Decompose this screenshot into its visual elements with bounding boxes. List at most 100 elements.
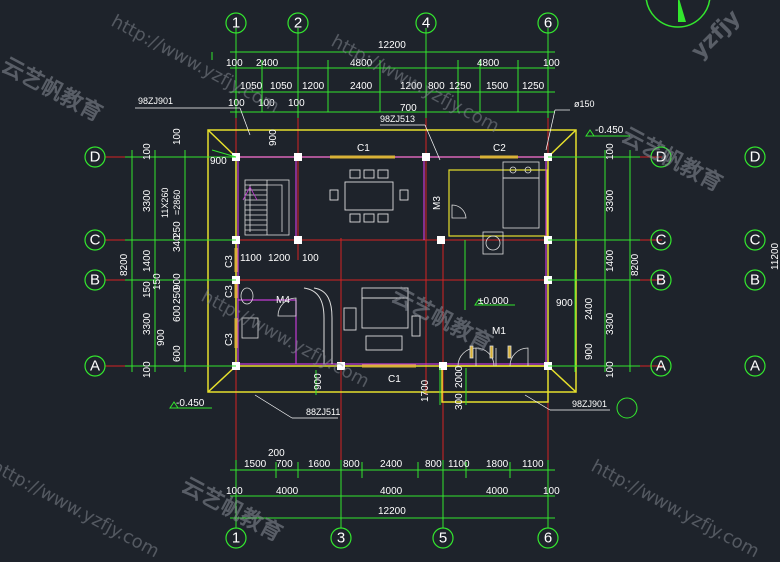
dim-bottom-r2-3: 4000 xyxy=(486,486,509,497)
level-markers xyxy=(169,129,638,419)
dim-right-o0: 100 xyxy=(605,143,616,160)
right-dimensions: 8200 100 3300 1400 3300 100 2400 900 900… xyxy=(556,143,780,378)
window-c1-bottom: C1 xyxy=(388,374,401,385)
dim-bottom-r2-4: 100 xyxy=(543,486,560,497)
dim-right-total: 8200 xyxy=(630,253,641,276)
dim-top-r3-2: 100 xyxy=(288,98,305,109)
dim-bottom-r1-5: 800 xyxy=(425,459,442,470)
dim-left-i5: 600 xyxy=(172,305,183,322)
dim-top-r2-2: 1200 xyxy=(302,81,325,92)
dim-top-r2-7: 1500 xyxy=(486,81,509,92)
axis-left-a: A xyxy=(90,358,100,375)
axis-top-2: 2 xyxy=(294,15,302,32)
dim-top-r2-8: 1250 xyxy=(522,81,545,92)
dim-top-r2-4: 1200 xyxy=(400,81,423,92)
dim-top-r1-0: 100 xyxy=(226,58,243,69)
dim-left-stair-2: =2860 xyxy=(172,190,182,215)
watermark-brand-1: 云艺帆教育 xyxy=(0,52,107,127)
dim-left-o3: 3300 xyxy=(142,312,153,335)
dim-right-i2: 900 xyxy=(584,343,595,360)
axis-far-right-b: B xyxy=(750,272,760,289)
bathroom-fixtures xyxy=(240,287,333,364)
dim-top-r2-5: 800 xyxy=(428,81,445,92)
axis-right-c: C xyxy=(656,232,667,249)
dim-900-a: 900 xyxy=(210,156,227,167)
watermark-corner: yzfjy xyxy=(687,5,746,64)
dim-top-r3-0: 100 xyxy=(228,98,245,109)
dim-bottom-r2-0: 100 xyxy=(226,486,243,497)
building-outline xyxy=(207,129,577,403)
ref-98zj513: 98ZJ513 xyxy=(380,114,415,124)
door-m1: M1 xyxy=(492,326,506,337)
level-zero: ±0.000 xyxy=(478,296,509,307)
dim-top-total: 12200 xyxy=(378,40,406,51)
dim-bottom-r1-8: 1100 xyxy=(522,459,544,470)
window-c1-top: C1 xyxy=(357,143,370,154)
dim-left-o0: 100 xyxy=(142,143,153,160)
axis-right-b: B xyxy=(656,272,666,289)
dim-top-r2-1: 1050 xyxy=(270,81,293,92)
dim-left-i4: 900 xyxy=(172,273,183,290)
dim-top-r1-3: 4800 xyxy=(477,58,500,69)
ref-98zj901-bottom: 98ZJ901 xyxy=(572,399,607,409)
dim-bottom-r2-1: 4000 xyxy=(276,486,299,497)
pipe-phi150: ø150 xyxy=(574,99,595,109)
window-c3-a: C3 xyxy=(224,255,235,268)
living-room-sofa xyxy=(343,287,421,351)
dim-bottom-r1-0: 1500 xyxy=(244,459,267,470)
axis-right-d: D xyxy=(656,149,667,166)
dim-left-extra-1: 250 xyxy=(172,287,183,304)
dim-left-i7: 600 xyxy=(172,345,183,362)
axis-bubbles xyxy=(84,12,766,549)
watermark-url-5: http://www.yzfjy.com xyxy=(0,456,163,562)
axis-top-1: 1 xyxy=(232,15,240,32)
axis-bottom-6: 6 xyxy=(544,530,552,547)
dim-1700: 1700 xyxy=(420,379,431,402)
dim-left-o2: 1400 xyxy=(142,249,153,272)
axis-bottom-3: 3 xyxy=(337,530,345,547)
dim-left-i0: 100 xyxy=(172,128,183,145)
dim-bottom-r1-7: 1800 xyxy=(486,459,509,470)
dim-left-i1: 250 xyxy=(172,221,183,238)
axis-far-right-c: C xyxy=(750,232,761,249)
dim-bottom-extra: 200 xyxy=(268,448,285,459)
windows xyxy=(234,155,518,368)
dim-bottom-r1-6: 1100 xyxy=(448,459,470,470)
dim-right-o3: 3300 xyxy=(605,312,616,335)
dim-100: 100 xyxy=(302,253,319,264)
axis-left-c: C xyxy=(90,232,101,249)
dim-bottom-r2-2: 4000 xyxy=(380,486,403,497)
axis-bottom-5: 5 xyxy=(439,530,447,547)
dim-300: 300 xyxy=(454,393,465,410)
dim-left-o1: 3300 xyxy=(142,189,153,212)
dim-1200: 1200 xyxy=(268,253,291,264)
dim-right-o2: 1400 xyxy=(605,249,616,272)
axis-top-6: 6 xyxy=(544,15,552,32)
dim-far-right-total: 11200 xyxy=(770,242,780,270)
dim-top-r3-1: 100 xyxy=(258,98,275,109)
watermark-brand-3: 云艺帆教育 xyxy=(387,282,496,357)
level-top: -0.450 xyxy=(595,125,624,136)
staircase xyxy=(242,179,290,236)
dim-top-r1-1: 2400 xyxy=(256,58,279,69)
watermark-url-4: http://www.yzfjy.com xyxy=(588,456,763,562)
dim-700: 700 xyxy=(400,103,417,114)
axis-labels: 1 2 4 6 1 3 5 6 D C B A D C B A D C B A xyxy=(90,15,761,547)
dimension-lines xyxy=(125,28,640,528)
axis-left-d: D xyxy=(90,149,101,166)
watermarks: http://www.yzfjy.com http://www.yzfjy.co… xyxy=(0,5,763,562)
ref-98zj901-top: 98ZJ901 xyxy=(138,96,173,106)
dim-bottom-r1-4: 2400 xyxy=(380,459,403,470)
dim-top-r2-6: 1250 xyxy=(449,81,472,92)
dim-top-r2-3: 2400 xyxy=(350,81,373,92)
dim-900-b: 900 xyxy=(268,129,279,146)
bottom-dimensions: 200 1500 700 1600 800 2400 800 1100 1800… xyxy=(226,448,560,517)
dim-left-extra-0: 150 xyxy=(142,281,153,298)
axis-left-b: B xyxy=(90,272,100,289)
watermark-brand-2: 云艺帆教育 xyxy=(617,122,726,197)
dim-left-i3: 150 xyxy=(152,273,163,290)
dim-bottom-r1-2: 1600 xyxy=(308,459,331,470)
top-dimensions: 12200 100 2400 4800 4800 100 1050 1050 1… xyxy=(226,40,560,109)
axis-right-a: A xyxy=(656,358,666,375)
